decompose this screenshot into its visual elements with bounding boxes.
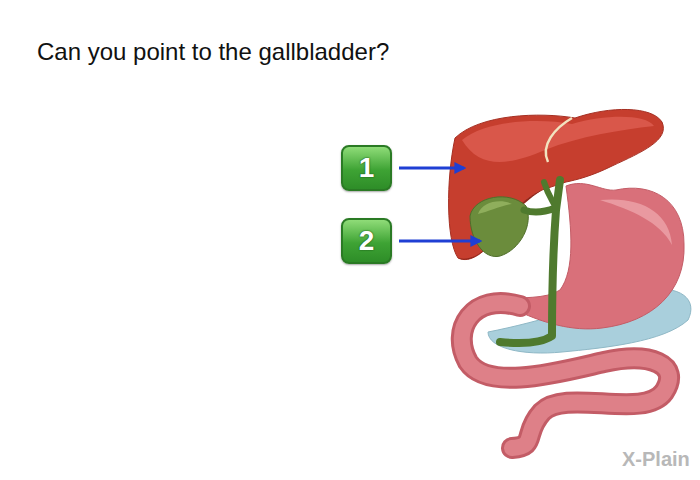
stomach-highlight (600, 199, 672, 245)
gallbladder (470, 197, 528, 257)
liver-highlight (462, 117, 654, 162)
callout-number: 2 (359, 227, 375, 255)
intestine (462, 303, 669, 448)
leader-arrow (399, 167, 464, 170)
intestine-inner (462, 303, 669, 448)
callout-box: 1 (341, 145, 392, 191)
common-bile-duct (500, 180, 560, 343)
callout-box: 2 (341, 218, 392, 264)
gallbladder-highlight (478, 201, 512, 214)
watermark: X-Plain (622, 448, 690, 471)
cystic-duct (524, 208, 555, 212)
falciform-ligament (546, 118, 572, 162)
diagram-title: Can you point to the gallbladder? (37, 38, 389, 66)
leader-arrow (399, 240, 480, 243)
stomach (508, 184, 684, 329)
callout-number: 1 (359, 154, 375, 182)
liver-underside (458, 190, 542, 260)
